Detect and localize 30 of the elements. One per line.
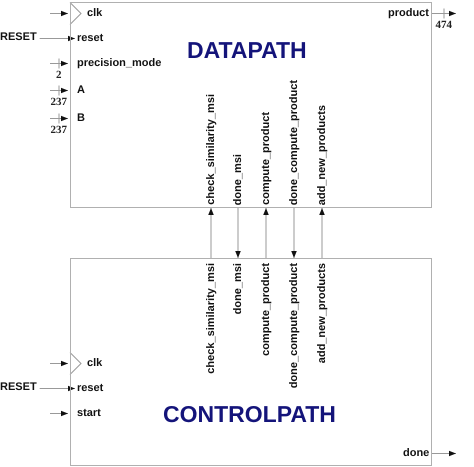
- port-label: B: [77, 112, 85, 125]
- port-label: start: [77, 407, 101, 420]
- module-block: [70, 2, 432, 208]
- port-label: reset: [77, 32, 104, 45]
- bus-width-label: 237: [50, 124, 67, 136]
- bus-width-label: 237: [50, 96, 67, 108]
- module-block: [70, 258, 432, 466]
- port-label: add_new_products: [316, 105, 328, 206]
- port-label: product: [388, 7, 429, 20]
- module-title: DATAPATH: [187, 37, 307, 64]
- port-label: add_new_products: [316, 263, 328, 364]
- port-label: done_msi: [232, 263, 244, 314]
- port-label: clk: [87, 7, 102, 20]
- port-label: check_similarity_msi: [204, 94, 218, 205]
- port-label: check_similarity_msi: [204, 263, 218, 374]
- port-label: done_compute_product: [288, 80, 300, 206]
- port-label: done_msi: [232, 154, 244, 206]
- bus-width-label: 474: [436, 18, 452, 30]
- port-label: clk: [87, 357, 102, 370]
- port-label: RESET: [0, 381, 37, 394]
- port-label: reset: [77, 382, 104, 395]
- port-label: A: [77, 84, 85, 97]
- module-title: CONTROLPATH: [163, 401, 336, 428]
- bus-width-label: 2: [56, 68, 62, 80]
- port-label: compute_product: [260, 112, 272, 205]
- port-label: done: [403, 447, 430, 460]
- port-label: RESET: [0, 31, 37, 44]
- port-label: compute_product: [260, 263, 272, 356]
- port-label: precision_mode: [77, 57, 162, 70]
- port-label: done_compute_product: [288, 263, 300, 388]
